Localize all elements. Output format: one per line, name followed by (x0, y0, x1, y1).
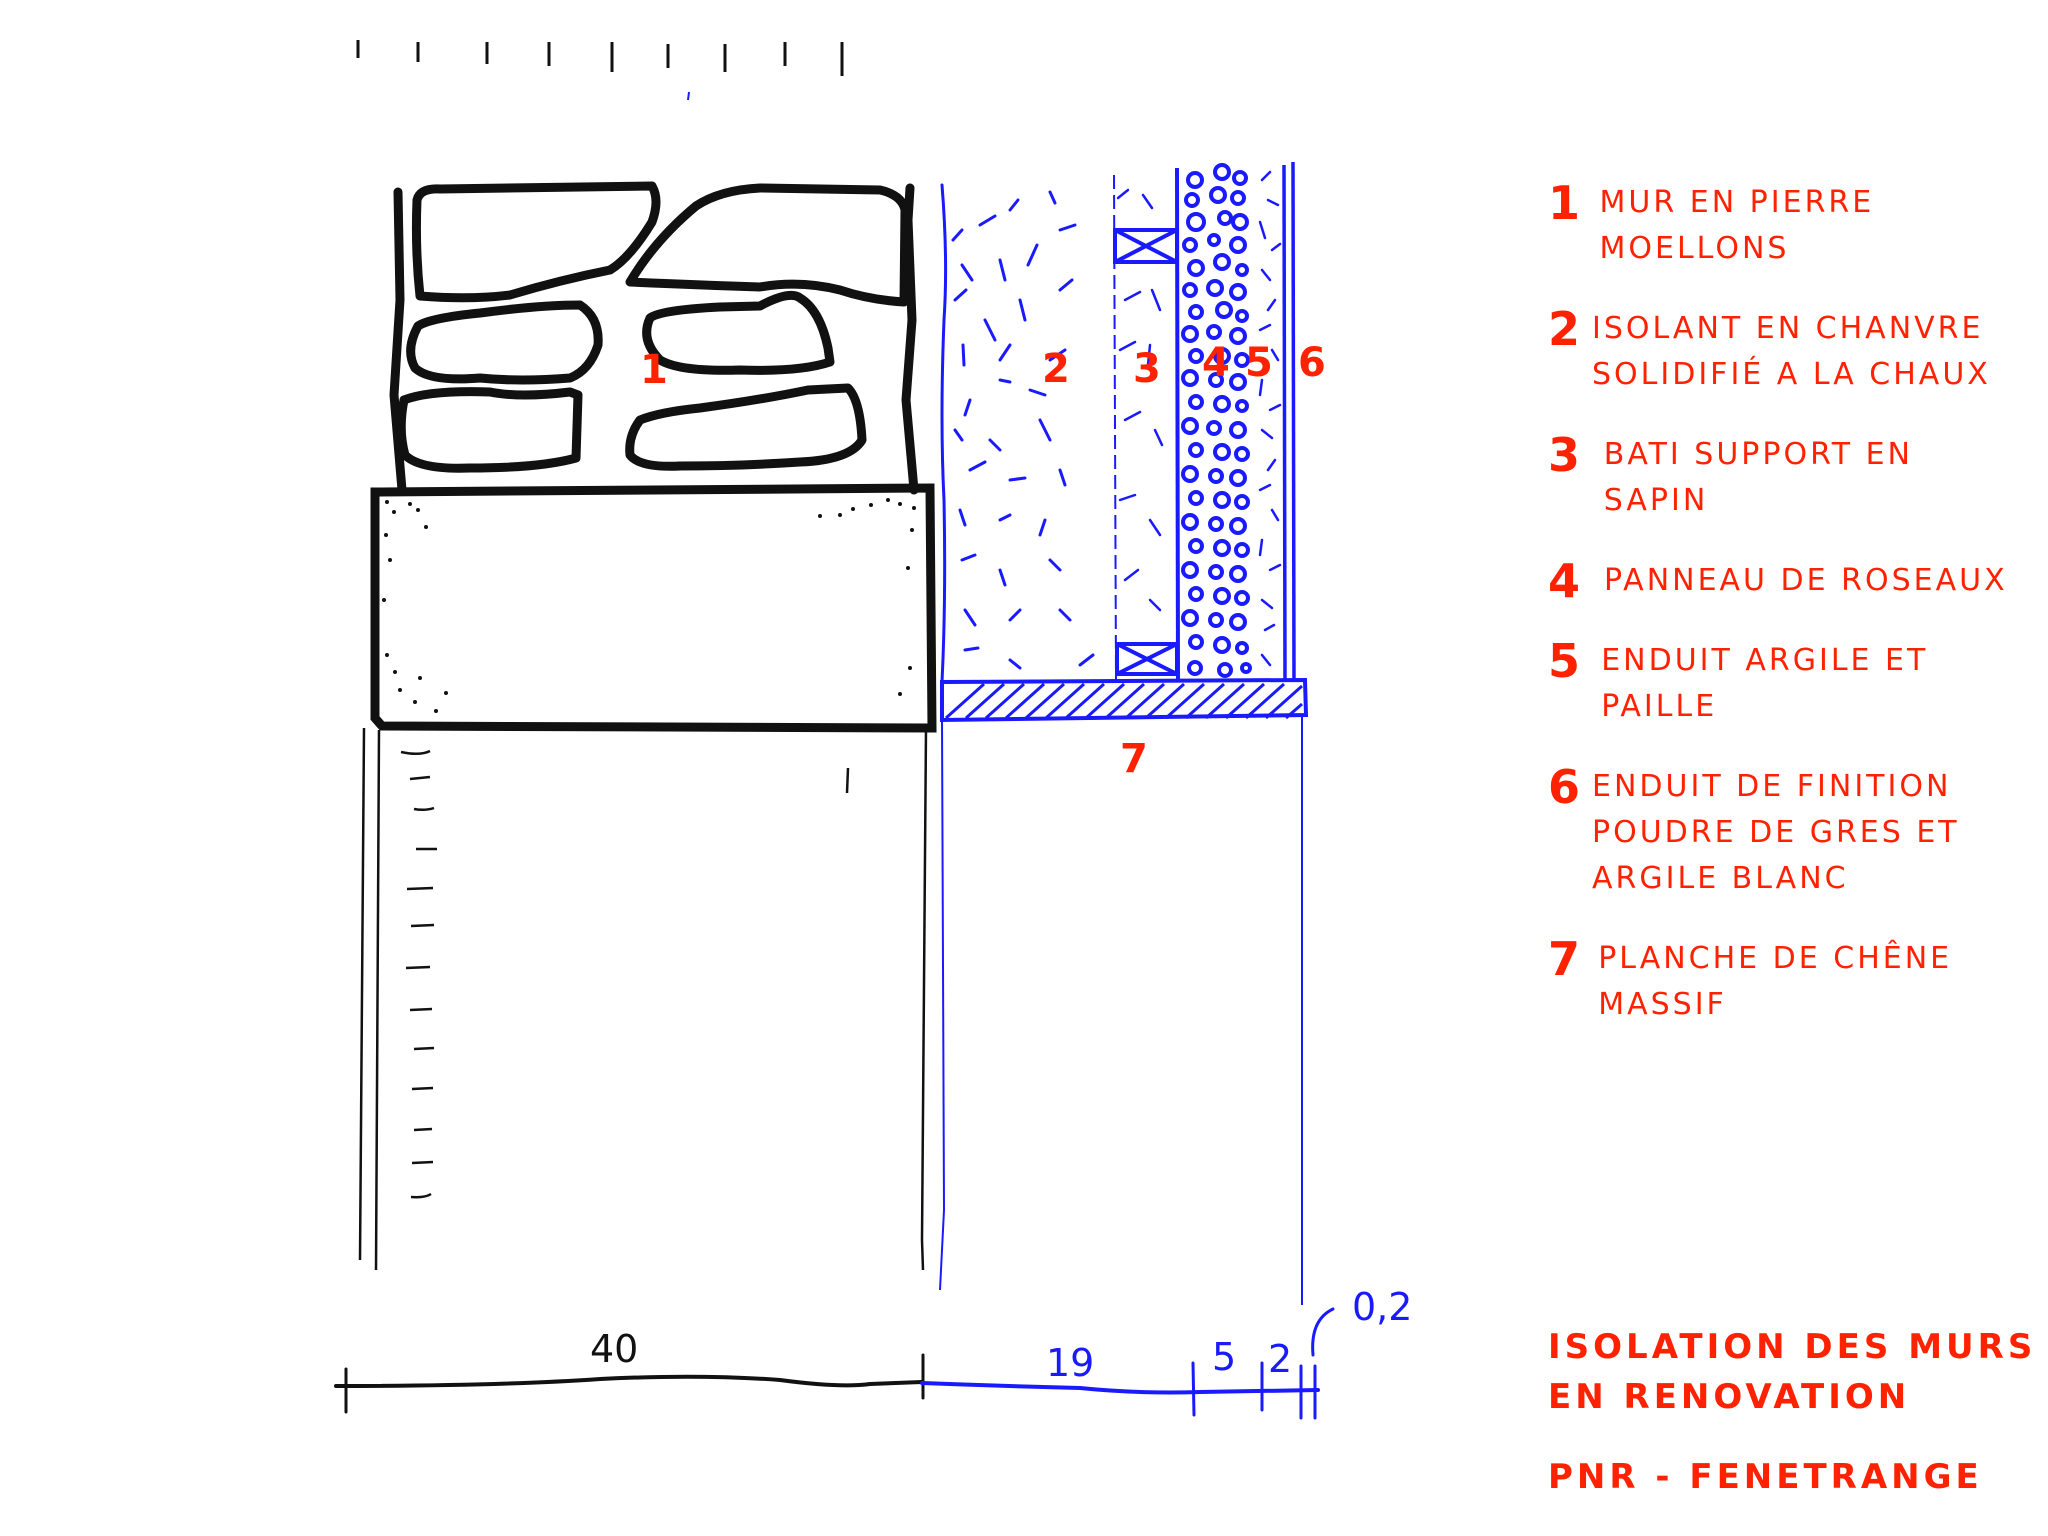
fir-zone-hatch (1116, 188, 1164, 612)
drawing-label-3: 3 (1133, 346, 1161, 392)
title-line-1: ISOLATION DES MURS (1548, 1327, 2037, 1367)
legend-text: BATI SUPPORT EN SAPIN (1603, 437, 1913, 518)
drawing-label-5: 5 (1245, 340, 1273, 386)
legend-text: PANNEAU DE ROSEAUX (1604, 563, 2008, 598)
legend-number: 3 (1548, 428, 1581, 482)
legend-item-7: 7 PLANCHE DE CHÊNE MASSIF (1548, 936, 2028, 1028)
drawing-label-1: 1 (640, 347, 668, 393)
legend-item-4: 4 PANNEAU DE ROSEAUX (1548, 558, 2028, 604)
title-block: ISOLATION DES MURS EN RENOVATION PNR - F… (1548, 1322, 2036, 1502)
dimension-wall: 40 (590, 1327, 638, 1371)
dimension-line (334, 1307, 1335, 1420)
legend-item-6: 6 ENDUIT DE FINITION POUDRE DE GRES ET A… (1548, 764, 2028, 902)
clay-straw-plaster-layer (1258, 170, 1282, 667)
legend-item-1: 1 MUR EN PIERRE MOELLONS (1548, 180, 2028, 272)
legend-number: 7 (1548, 932, 1581, 986)
wall-below (358, 727, 928, 1271)
hemp-insulation-layer (940, 183, 1095, 684)
lintel-block (370, 483, 937, 733)
fir-batten (1113, 228, 1179, 676)
legend-item-5: 5 ENDUIT ARGILE ET PAILLE (1548, 638, 2028, 730)
lintel-speckles (382, 498, 916, 713)
stone-wall (389, 181, 919, 495)
legend-item-3: 3 BATI SUPPORT EN SAPIN (1548, 432, 2028, 524)
finish-plaster-layer (1282, 161, 1296, 683)
legend-number: 6 (1548, 760, 1581, 814)
drawing-label-7: 7 (1120, 736, 1148, 782)
legend-text: ENDUIT ARGILE ET PAILLE (1601, 643, 1929, 724)
legend-text: ENDUIT DE FINITION POUDRE DE GRES ET ARG… (1592, 769, 1960, 896)
legend-number: 1 (1548, 176, 1581, 230)
drawing-label-2: 2 (1042, 346, 1070, 392)
dimension-reed-panel: 5 (1212, 1335, 1236, 1379)
legend: 1 MUR EN PIERRE MOELLONS 2 ISOLANT EN CH… (1548, 180, 2028, 1062)
dimension-finish: 0,2 (1352, 1285, 1412, 1329)
legend-text: MUR EN PIERRE MOELLONS (1599, 185, 1875, 266)
legend-number: 4 (1548, 554, 1581, 608)
drawing-label-6: 6 (1298, 340, 1326, 386)
legend-item-2: 2 ISOLANT EN CHANVRE SOLIDIFIÉ A LA CHAU… (1548, 306, 2028, 398)
reed-panel-layer (1175, 163, 1252, 683)
top-ruler-ticks (356, 40, 844, 101)
title-line-2: EN RENOVATION (1548, 1377, 1911, 1417)
legend-text: ISOLANT EN CHANVRE SOLIDIFIÉ A LA CHAUX (1592, 311, 1991, 392)
interior-lines-below (939, 715, 1303, 1305)
drawing-label-4: 4 (1202, 340, 1230, 386)
legend-number: 5 (1548, 634, 1581, 688)
dimension-clay-plaster: 2 (1268, 1337, 1292, 1381)
subtitle: PNR - FENETRANGE (1548, 1457, 1983, 1497)
legend-number: 2 (1548, 302, 1581, 356)
dimension-insulation: 19 (1046, 1341, 1094, 1385)
jamb-tick-marks (400, 749, 437, 1199)
oak-plank (940, 677, 1309, 723)
legend-text: PLANCHE DE CHÊNE MASSIF (1598, 941, 1953, 1022)
